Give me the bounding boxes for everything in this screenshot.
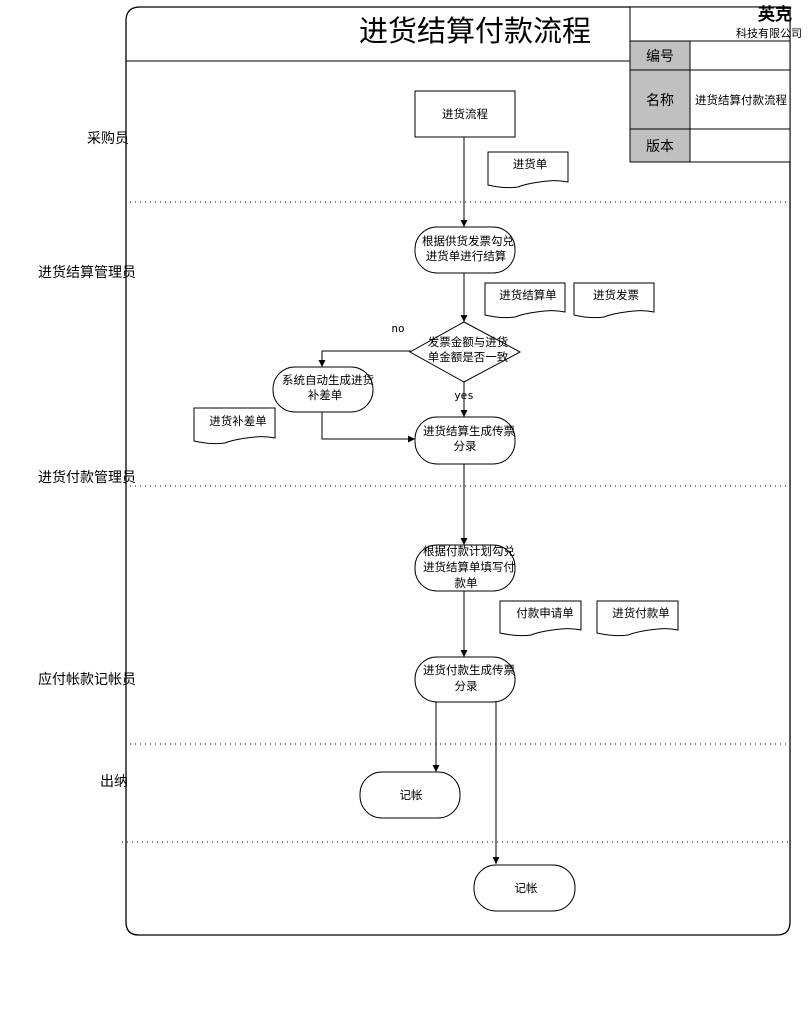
node-settle-voucher-line-2: 分录 [454, 439, 477, 453]
node-settle[interactable]: 根据供货发票勾兑 进货单进行结算 [414, 226, 516, 274]
lane-label-cashier: 出纳 [100, 774, 128, 790]
doc-purchase-order-label: 进货单 [513, 157, 548, 171]
header-label-name: 名称 [646, 93, 674, 109]
node-bookkeep-cashier-label: 记帐 [400, 788, 423, 802]
doc-payment-request-label: 付款申请单 [516, 606, 574, 620]
node-payment-voucher-line-1: 进货付款生成传票 [423, 663, 515, 677]
connector-decision-no [318, 350, 411, 367]
header-label-version: 版本 [646, 139, 674, 155]
node-fill-payment-line-2: 进货结算单填写付 [423, 560, 515, 574]
page-title: 进货结算付款流程 [359, 14, 591, 48]
node-decision-line-2: 单金额是否一致 [428, 350, 509, 364]
lane-dividers [122, 201, 790, 843]
header-label-number: 编号 [646, 49, 674, 65]
doc-purchase-order[interactable]: 进货单 [487, 151, 569, 189]
node-decision[interactable]: 发票金额与进货 单金额是否一致 [408, 321, 522, 383]
node-bookkeep-final-label: 记帐 [515, 881, 538, 895]
node-payment-voucher-line-2: 分录 [455, 679, 478, 693]
lane-label-settlement-manager: 进货结算管理员 [38, 264, 136, 281]
node-decision-line-1: 发票金额与进货 [428, 335, 509, 349]
header-value-cell-version [689, 128, 791, 163]
node-auto-generate[interactable]: 系统自动生成进货 补差单 [272, 366, 374, 413]
node-start-label: 进货流程 [442, 107, 488, 121]
doc-purchase-invoice[interactable]: 进货发票 [573, 282, 655, 319]
doc-purchase-invoice-label: 进货发票 [593, 288, 639, 302]
header-value-cell-number [689, 40, 791, 71]
node-settle-voucher-line-1: 进货结算生成传票 [423, 424, 515, 438]
node-payment-voucher[interactable]: 进货付款生成传票 分录 [414, 656, 516, 703]
doc-settlement-sheet[interactable]: 进货结算单 [484, 282, 566, 319]
header-label-cell-name [629, 69, 691, 130]
node-bookkeep-final[interactable]: 记帐 [473, 864, 576, 912]
doc-payment-request[interactable]: 付款申请单 [499, 600, 582, 637]
node-start[interactable]: 进货流程 [414, 90, 516, 138]
lane-label-ap-bookkeeper: 应付帐款记帐员 [38, 671, 136, 688]
lane-label-payment-manager: 进货付款管理员 [38, 469, 136, 486]
doc-settlement-sheet-label: 进货结算单 [499, 288, 557, 302]
diagram-frame [125, 6, 791, 936]
company-name: 英克 [758, 4, 792, 25]
connectors [318, 137, 500, 864]
doc-supplement-sheet-label: 进货补差单 [209, 414, 267, 428]
header-value-cell-name [689, 69, 791, 130]
node-settle-line-2: 进货单进行结算 [426, 249, 507, 263]
node-fill-payment[interactable]: 根据付款计划勾兑 进货结算单填写付 款单 [414, 544, 516, 592]
company-subtitle: 科技有限公司 [736, 26, 802, 40]
header-table: 英克 科技有限公司 编号 名称 进货结算付款流程 版本 [629, 4, 802, 163]
header-value-name: 进货结算付款流程 [695, 93, 787, 107]
connector-auto-to-voucher [321, 412, 415, 443]
lane-label-purchaser: 采购员 [87, 131, 129, 147]
node-settle-voucher[interactable]: 进货结算生成传票 分录 [414, 416, 516, 465]
doc-supplement-sheet[interactable]: 进货补差单 [193, 407, 276, 445]
node-fill-payment-line-3: 款单 [455, 576, 478, 590]
header-label-cell-number [629, 40, 691, 71]
node-auto-generate-line-1: 系统自动生成进货 [282, 373, 374, 387]
node-auto-generate-line-2: 补差单 [308, 388, 343, 402]
node-bookkeep-cashier[interactable]: 记帐 [359, 771, 461, 819]
branch-no-label: no [391, 322, 404, 335]
doc-purchase-payment[interactable]: 进货付款单 [596, 600, 679, 637]
node-fill-payment-line-1: 根据付款计划勾兑 [423, 544, 515, 558]
node-settle-line-1: 根据供货发票勾兑 [422, 234, 514, 248]
branch-yes-label: yes [454, 389, 474, 402]
doc-purchase-payment-label: 进货付款单 [612, 606, 670, 620]
